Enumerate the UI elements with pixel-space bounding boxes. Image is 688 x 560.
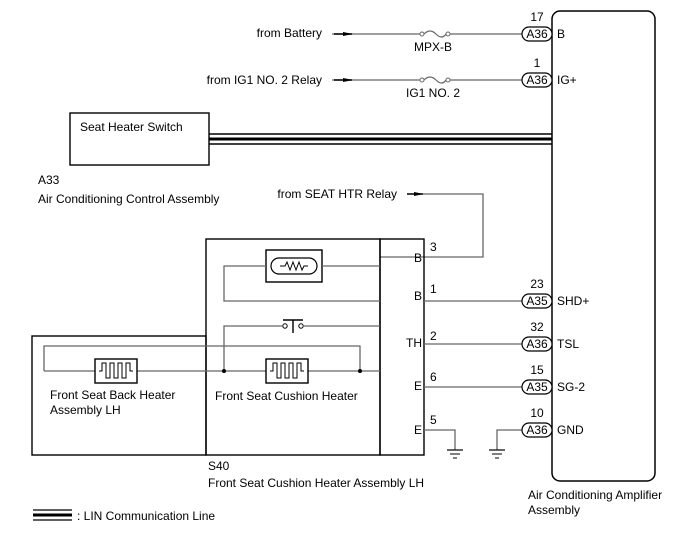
terminal-label: IG+	[557, 73, 577, 87]
pin-number: 17	[530, 10, 544, 24]
cushion-heater-label: Front Seat Cushion Heater	[215, 389, 358, 403]
battery-label: from Battery	[257, 26, 322, 40]
pin-number: 15	[530, 363, 544, 377]
terminal-label: B	[557, 27, 565, 41]
pin-number: 6	[430, 370, 437, 384]
seat-heater-switch-label: Seat Heater Switch	[80, 120, 183, 134]
pin-number: 1	[430, 282, 437, 296]
connector-block	[379, 238, 425, 456]
terminal-label: B	[414, 289, 422, 303]
terminal-label: SG-2	[557, 380, 585, 394]
fuse-label: MPX-B	[414, 40, 452, 54]
connector-badge	[521, 26, 553, 42]
pin-number: 2	[430, 329, 437, 343]
amplifier-name-1: Air Conditioning Amplifier	[528, 488, 662, 502]
connector-badge	[521, 422, 553, 438]
fuse-icon	[419, 30, 451, 38]
connector-label: A35	[526, 294, 548, 308]
ig1-circuit: from IG1 NO. 2 Relay IG1 NO. 2 1 A36 IG+	[207, 56, 577, 100]
pin-number: 23	[530, 277, 544, 291]
amplifier-name-2: Assembly	[528, 503, 580, 517]
lin-communication-line	[209, 133, 552, 145]
ground-icon	[447, 449, 463, 459]
terminal-label: E	[414, 423, 422, 437]
ground-icon	[489, 449, 505, 459]
connector-label: A36	[526, 337, 548, 351]
control-assembly-name: Air Conditioning Control Assembly	[38, 192, 219, 206]
legend: : LIN Communication Line	[33, 509, 215, 523]
fuse-icon	[419, 76, 451, 84]
seat-htr-label: from SEAT HTR Relay	[277, 187, 397, 201]
connector-badge	[521, 293, 553, 309]
back-heater-label-2: Assembly LH	[50, 403, 121, 417]
connector-badge	[521, 72, 553, 88]
fuse-label: IG1 NO. 2	[406, 86, 460, 100]
heater-assembly-name: Front Seat Cushion Heater Assembly LH	[208, 476, 424, 490]
connector-badge	[521, 379, 553, 395]
control-assembly-code: A33	[38, 173, 60, 187]
seat-htr-relay-circuit: from SEAT HTR Relay	[277, 187, 484, 258]
pin-number: 5	[430, 413, 437, 427]
terminal-label: E	[414, 379, 422, 393]
ig1-label: from IG1 NO. 2 Relay	[207, 73, 322, 87]
cushion-heater-element-icon	[265, 358, 309, 384]
pin-number: 10	[530, 406, 544, 420]
control-assembly: Seat Heater Switch A33 Air Conditioning …	[38, 112, 219, 206]
legend-label: : LIN Communication Line	[77, 509, 215, 523]
thermostat-switch-icon	[282, 319, 304, 333]
terminal-label: TH	[406, 336, 422, 350]
amp-connection-shd: 23 A35 SHD+	[521, 277, 589, 309]
terminal-label: TSL	[557, 337, 579, 351]
connector-label: A36	[526, 27, 548, 41]
terminal-label: B	[414, 251, 422, 265]
terminal-label: SHD+	[557, 294, 589, 308]
terminal-label: GND	[557, 423, 584, 437]
pin-number: 32	[530, 320, 544, 334]
amp-connection-sg2: 15 A35 SG-2	[521, 363, 585, 395]
connector-label: A36	[526, 423, 548, 437]
pin-number: 3	[430, 240, 437, 254]
connector-badge	[521, 336, 553, 352]
back-heater-label-1: Front Seat Back Heater	[50, 388, 175, 402]
lin-line-legend-icon	[33, 509, 72, 521]
thermistor-icon	[265, 249, 323, 283]
amp-connection-tsl: 32 A36 TSL	[521, 320, 579, 352]
amp-connection-gnd: 10 A36 GND	[521, 406, 584, 438]
amplifier-box	[551, 10, 656, 482]
heater-pins: B 3 B 1 TH 2 E 6 E 5	[406, 240, 437, 437]
seat-back-heater-element-icon	[94, 358, 138, 384]
heater-assembly-code: S40	[208, 459, 230, 473]
pin-number: 1	[534, 56, 541, 70]
battery-circuit: from Battery MPX-B 17 A36 B	[257, 10, 565, 54]
connector-label: A36	[526, 73, 548, 87]
connector-label: A35	[526, 380, 548, 394]
seat-back-heater-box	[31, 335, 207, 456]
